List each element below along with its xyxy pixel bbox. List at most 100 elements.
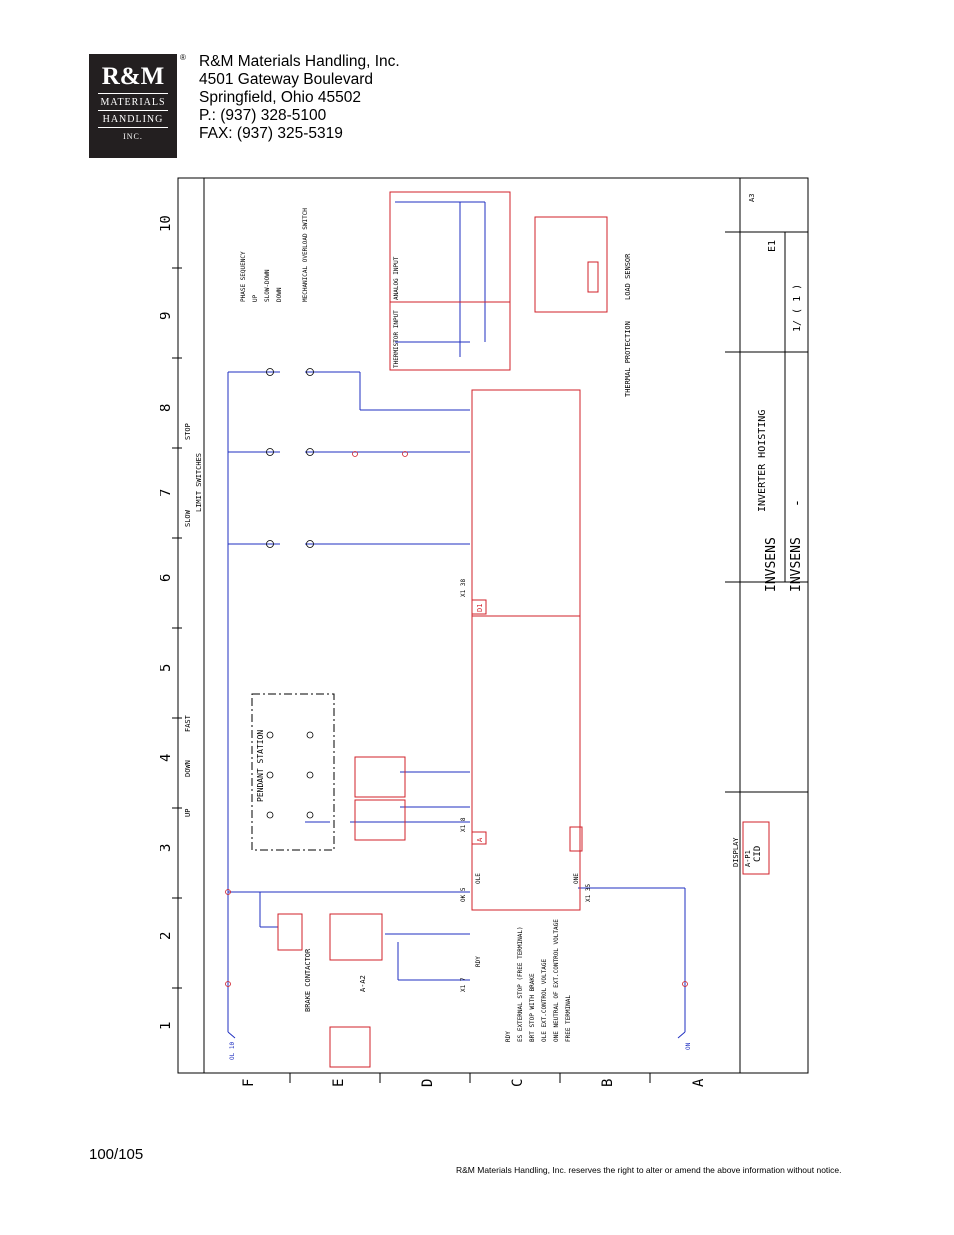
sheet-number: 1/ ( 1 )	[792, 284, 803, 332]
a-box	[471, 831, 487, 845]
label-stop: STOP	[184, 423, 192, 440]
wiring-schematic: 1 2 3 4 5 6 7 8 9 10 F E D C B A UP DOWN	[160, 177, 809, 1087]
load-sensor-element	[587, 261, 599, 293]
registered-mark: ®	[180, 53, 186, 62]
display-label: DISPLAY	[732, 837, 740, 867]
column-number: 10	[160, 215, 174, 232]
a-a2-label: A-A2	[359, 975, 367, 992]
e1-label: E1	[767, 240, 778, 252]
display-id: A-P1	[744, 850, 752, 867]
terminal-rdy: RDY	[475, 956, 482, 967]
row-letter: F	[241, 1079, 257, 1087]
inv-legend-item: OLE EXT.CONTROL VOLTAGE	[541, 959, 548, 1042]
direction-labels: UP DOWN FAST SLOW STOP LIMIT SWITCHES	[184, 423, 203, 817]
title-sub: INVERTER HOISTING	[757, 410, 768, 512]
supply-box	[329, 1026, 371, 1068]
column-number: 7	[160, 489, 174, 497]
logo-line1: MATERIALS	[100, 97, 166, 108]
company-phone: P.: (937) 328-5100	[199, 107, 327, 124]
red-components	[277, 191, 770, 1068]
row-scale: F E D C B A	[241, 1073, 707, 1087]
legend-item: DOWN	[276, 287, 283, 302]
legend-item: MECHANICAL OVERLOAD SWITCH	[302, 208, 309, 302]
column-number: 8	[160, 404, 174, 412]
relay-fin-fout	[329, 913, 383, 961]
legend-item: UP	[252, 294, 259, 302]
legend-item: SLOW-DOWN	[264, 269, 271, 302]
column-number: 6	[160, 574, 174, 582]
analog-input-label: ANALOG INPUT	[393, 256, 400, 300]
row-letter: B	[600, 1079, 616, 1087]
terminal-x135: X1 35	[585, 884, 592, 902]
column-number: 9	[160, 312, 174, 320]
column-scale: 1 2 3 4 5 6 7 8 9 10	[160, 215, 182, 1030]
inv-legend-item: BRT STOP WITH BRAKE	[529, 973, 536, 1042]
terminal-a: A	[476, 837, 484, 842]
terminal-x118: X1 8	[460, 817, 467, 832]
display-box	[742, 821, 770, 875]
logo-rule	[98, 93, 168, 94]
company-name: R&M Materials Handling, Inc.	[199, 53, 400, 70]
limit-switch-legend: PHASE SEQUENCY UP SLOW-DOWN DOWN MECHANI…	[240, 208, 309, 302]
company-logo: R&M MATERIALS HANDLING INC.	[89, 54, 177, 158]
company-street: 4501 Gateway Boulevard	[199, 71, 374, 88]
title-dash: -	[790, 499, 805, 507]
brake-contactor-label: BRAKE CONTACTOR	[304, 948, 312, 1012]
inv-legend-item: FREE TERMINAL	[565, 995, 572, 1042]
relay-hin-hout	[354, 799, 406, 841]
inv-legend-item: ES EXTERNAL STOP (FREE TERMINAL)	[517, 926, 524, 1042]
logo-line2: HANDLING	[102, 114, 164, 125]
label-slow: SLOW	[184, 509, 192, 527]
logo-rule	[98, 110, 168, 111]
limit-switches-title: LIMIT SWITCHES	[195, 453, 203, 512]
footer-notice: R&M Materials Handling, Inc. reserves th…	[456, 1165, 842, 1175]
column-number: 4	[160, 754, 174, 762]
label-up: UP	[184, 809, 192, 817]
title-block: INVSENS INVSENS - INVERTER HOISTING 1/ (…	[725, 194, 808, 592]
terminal-on: ON	[685, 1042, 692, 1050]
row-letter: D	[420, 1079, 436, 1087]
terminal-x117: X1 7	[460, 977, 467, 992]
load-sensor-wiring	[534, 216, 608, 313]
thermal-protection-label: THERMAL PROTECTION	[624, 321, 632, 397]
blue-wiring	[227, 201, 686, 1039]
switch-contacts	[225, 368, 688, 987]
brake-contactor-box	[277, 913, 303, 951]
column-number: 1	[160, 1022, 174, 1030]
a3-label: A3	[748, 194, 756, 202]
inv-legend-item: RDY	[505, 1031, 512, 1042]
company-city: Springfield, Ohio 45502	[199, 89, 362, 106]
terminal-ok5: OK 5	[460, 887, 467, 902]
terminal-x138: X1 38	[460, 579, 467, 597]
terminal-ole: OLE	[475, 873, 482, 884]
display-box-label: CID	[753, 846, 763, 862]
column-number: 3	[160, 844, 174, 852]
label-fast: FAST	[184, 714, 192, 732]
label-down: DOWN	[184, 760, 192, 777]
inverter-box	[471, 389, 581, 911]
row-letter: C	[510, 1079, 526, 1087]
thermistor-input-label: THERMISTOR INPUT	[393, 310, 400, 368]
title-main: INVSENS	[764, 537, 779, 592]
row-letter: A	[691, 1078, 707, 1087]
terminal-one: ONE	[573, 873, 580, 884]
terminal-d1: D1	[476, 604, 484, 612]
terminal-labels: OL 10 ON OK 5 OLE ONE RDY X1 7 X1 35 X1 …	[229, 579, 692, 1060]
pendant-station-box	[251, 693, 335, 851]
title-main-repeat: INVSENS	[789, 537, 804, 592]
logo-rule	[98, 127, 168, 128]
inverter-legend: RDY ES EXTERNAL STOP (FREE TERMINAL) BRT…	[505, 919, 572, 1042]
load-sensor-label: LOAD SENSOR	[624, 253, 632, 300]
company-address-block: R&M Materials Handling, Inc. 4501 Gatewa…	[199, 53, 400, 143]
relay-lin-lout	[354, 756, 406, 798]
row-letter: E	[331, 1079, 347, 1087]
one-box	[569, 826, 583, 852]
column-number: 2	[160, 932, 174, 940]
page-number: 100/105	[89, 1146, 144, 1163]
inputs-box	[389, 191, 511, 371]
terminal-ol10: OL 10	[229, 1042, 236, 1060]
logo-main: R&M	[101, 63, 165, 90]
inv-legend-item: ONE NEUTRAL OF EXT.CONTROL VOLTAGE	[553, 919, 560, 1042]
legend-item: PHASE SEQUENCY	[240, 251, 247, 302]
logo-line3: INC.	[123, 132, 143, 141]
